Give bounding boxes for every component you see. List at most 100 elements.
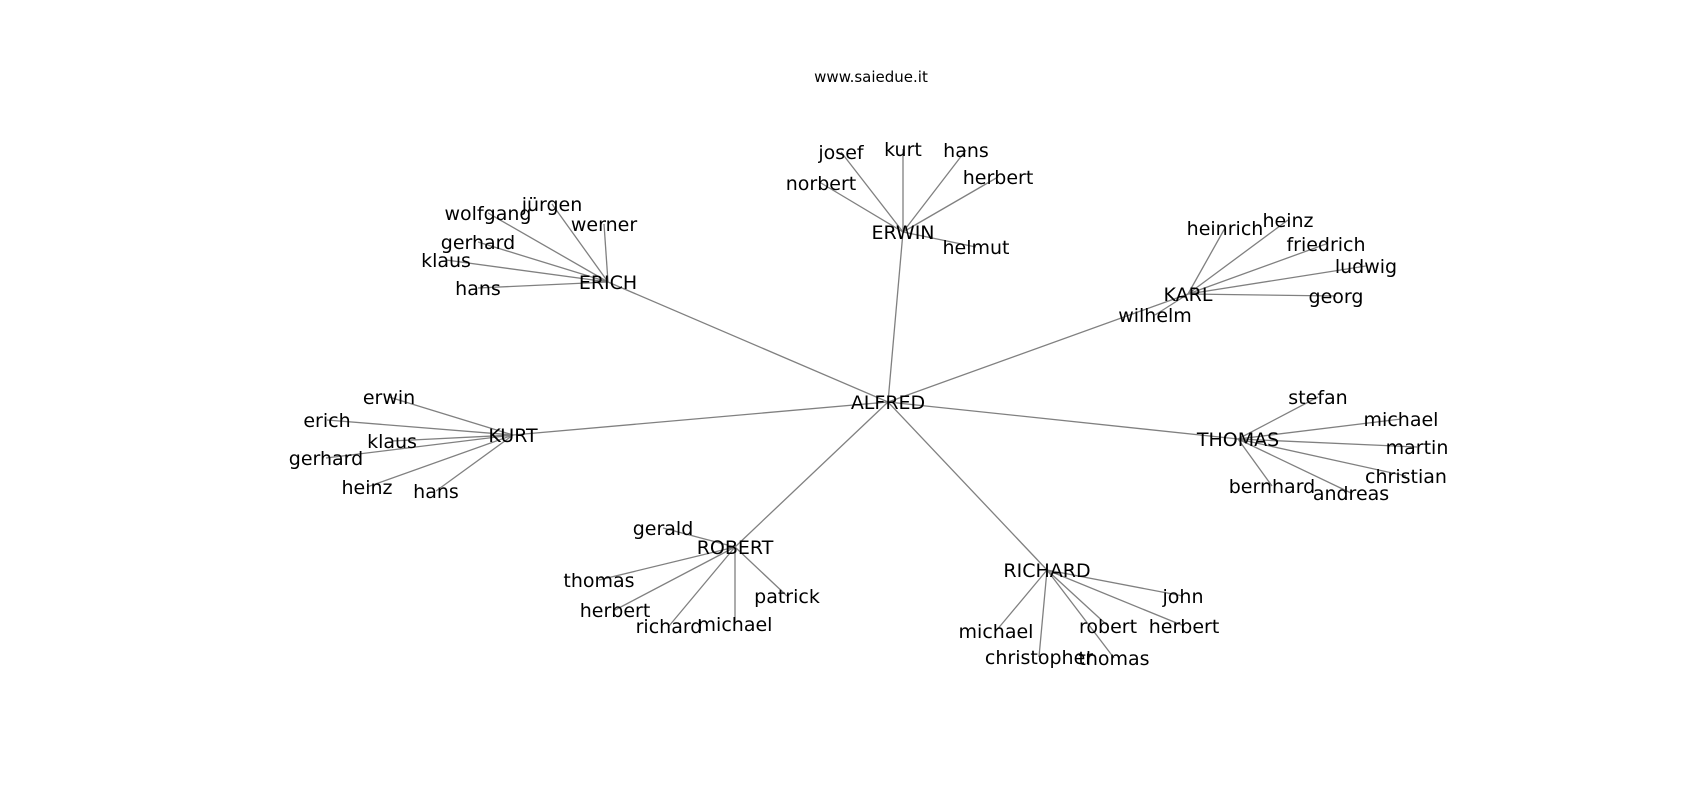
edge-thomas-stefan: [1237, 396, 1319, 440]
edge-erich-klaus: [445, 259, 609, 283]
edges-layer: [325, 149, 1418, 659]
edge-richard-thomas: [1046, 569, 1115, 659]
leaf-node-karl-wilhelm: wilhelm: [1118, 305, 1192, 327]
edge-kurt-heinz: [366, 434, 514, 488]
leaf-node-erich-werner: werner: [571, 214, 637, 236]
edge-richard-robert: [1046, 569, 1109, 627]
group-node-robert: ROBERT: [697, 537, 774, 559]
edge-robert-richard: [668, 546, 736, 627]
leaf-node-richard-herbert: herbert: [1149, 616, 1220, 638]
edge-root-erich: [607, 281, 889, 403]
leaf-node-erwin-norbert: norbert: [786, 173, 857, 195]
edge-richard-christopher: [1038, 569, 1048, 658]
edge-robert-herbert: [614, 546, 736, 611]
leaf-node-thomas-martin: martin: [1386, 437, 1449, 459]
leaf-node-robert-thomas: thomas: [563, 570, 634, 592]
edge-erich-wolfgang: [487, 212, 609, 283]
edge-kurt-hans: [435, 434, 514, 492]
leaf-node-kurt-hans: hans: [413, 481, 459, 503]
edge-erich-jürgen: [551, 203, 609, 283]
leaf-node-kurt-klaus: klaus: [367, 431, 417, 453]
group-node-thomas: THOMAS: [1196, 429, 1279, 451]
leaf-node-kurt-erwin: erwin: [363, 387, 415, 409]
group-node-erwin: ERWIN: [871, 222, 934, 244]
leaf-node-karl-heinrich: heinrich: [1187, 218, 1264, 240]
leaf-node-erich-klaus: klaus: [421, 250, 471, 272]
edge-root-erwin: [887, 231, 904, 403]
edge-kurt-gerhard: [325, 434, 514, 459]
leaf-node-kurt-gerhard: gerhard: [289, 448, 363, 470]
leaf-node-erwin-helmut: helmut: [942, 237, 1009, 259]
labels-layer: ALFRED ERWIN josef kurt hans norbert herbert he…: [289, 139, 1449, 670]
leaf-node-richard-christopher: christopher: [985, 647, 1093, 669]
site-url: www.saiedue.it: [814, 68, 928, 86]
leaf-node-robert-richard: richard: [636, 616, 703, 638]
edge-thomas-christian: [1237, 438, 1407, 477]
leaf-node-erwin-josef: josef: [817, 142, 864, 164]
edge-root-karl: [887, 293, 1189, 403]
leaf-node-richard-robert: robert: [1079, 616, 1137, 638]
edge-root-robert: [734, 401, 889, 548]
edge-erich-hans: [477, 281, 609, 289]
edge-erich-werner: [603, 223, 609, 283]
root-node-label: ALFRED: [851, 392, 925, 414]
leaf-node-erich-wolfgang: wolfgang: [445, 203, 532, 225]
leaf-node-karl-georg: georg: [1309, 286, 1364, 308]
edge-karl-georg: [1187, 293, 1337, 297]
edge-robert-patrick: [734, 546, 788, 597]
edge-robert-thomas: [598, 546, 736, 581]
edge-robert-gerald: [662, 527, 736, 548]
edge-thomas-bernhard: [1237, 438, 1273, 487]
edge-karl-ludwig: [1187, 265, 1367, 295]
edge-erwin-herbert: [902, 176, 999, 233]
leaf-node-thomas-christian: christian: [1365, 466, 1447, 488]
edge-kurt-erwin: [388, 396, 514, 436]
edge-richard-michael: [995, 569, 1048, 632]
edge-thomas-martin: [1237, 438, 1418, 448]
leaf-node-erich-gerhard: gerhard: [441, 232, 515, 254]
leaf-node-richard-thomas: thomas: [1078, 648, 1149, 670]
leaf-node-robert-michael: michael: [698, 614, 773, 636]
edge-erich-gerhard: [477, 241, 609, 283]
edge-karl-wilhelm: [1154, 293, 1189, 316]
leaf-node-robert-gerald: gerald: [633, 518, 694, 540]
leaf-node-karl-heinz: heinz: [1262, 210, 1313, 232]
leaf-node-kurt-heinz: heinz: [341, 477, 392, 499]
edge-karl-friedrich: [1187, 243, 1327, 295]
leaf-node-richard-john: john: [1162, 586, 1204, 608]
edge-richard-herbert: [1046, 569, 1185, 627]
group-node-kurt: KURT: [488, 425, 538, 447]
leaf-node-kurt-erich: erich: [303, 410, 350, 432]
group-node-erich: ERICH: [579, 272, 637, 294]
edge-kurt-klaus: [391, 434, 514, 442]
leaf-node-karl-ludwig: ludwig: [1335, 256, 1397, 278]
edge-karl-heinrich: [1187, 227, 1226, 295]
edge-erwin-norbert: [820, 182, 904, 233]
leaf-node-thomas-bernhard: bernhard: [1229, 476, 1316, 498]
edge-richard-john: [1046, 569, 1184, 597]
leaf-node-karl-friedrich: friedrich: [1286, 234, 1365, 256]
leaf-node-richard-michael: michael: [959, 621, 1034, 643]
leaf-node-erich-jürgen: jürgen: [521, 194, 583, 216]
edge-kurt-erich: [326, 419, 514, 436]
edge-root-thomas: [887, 401, 1239, 440]
edge-thomas-michael: [1237, 418, 1402, 440]
edge-erwin-josef: [840, 151, 904, 233]
edge-thomas-andreas: [1237, 438, 1352, 494]
leaf-node-robert-patrick: patrick: [754, 586, 820, 608]
leaf-node-thomas-andreas: andreas: [1313, 483, 1389, 505]
edge-erwin-hans: [902, 149, 967, 233]
edge-karl-heinz: [1187, 219, 1289, 295]
leaf-node-erich-hans: hans: [455, 278, 501, 300]
leaf-node-erwin-kurt: kurt: [884, 139, 922, 161]
leaf-node-erwin-hans: hans: [943, 140, 989, 162]
leaf-node-thomas-michael: michael: [1364, 409, 1439, 431]
edge-root-kurt: [512, 401, 889, 436]
group-node-karl: KARL: [1164, 284, 1213, 306]
leaf-node-robert-herbert: herbert: [580, 600, 651, 622]
leaf-node-erwin-herbert: herbert: [963, 167, 1034, 189]
edge-erwin-helmut: [902, 231, 977, 248]
leaf-node-thomas-stefan: stefan: [1288, 387, 1347, 409]
edge-root-richard: [887, 401, 1048, 571]
